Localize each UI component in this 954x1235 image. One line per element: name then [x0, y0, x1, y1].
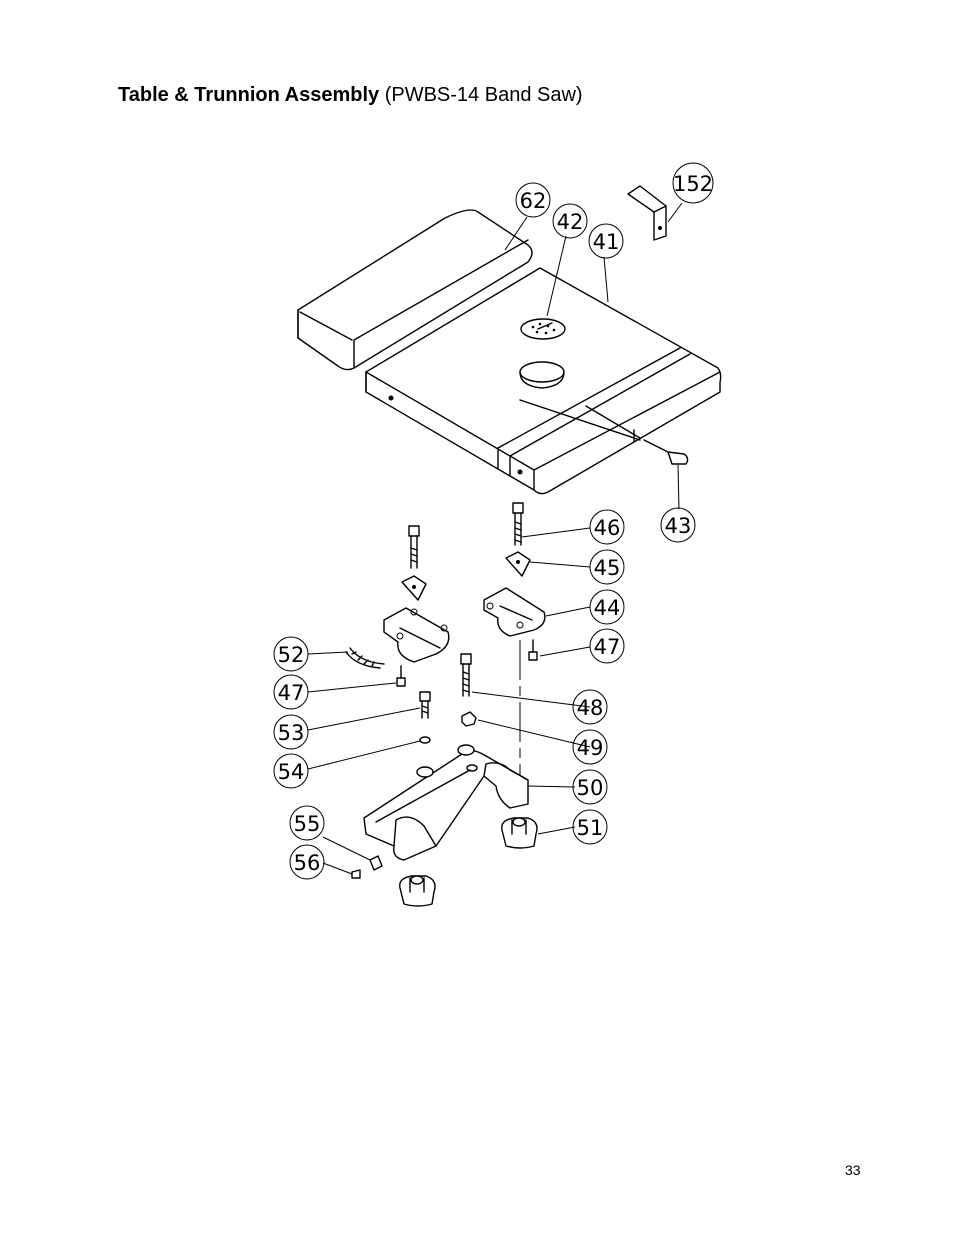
svg-text:48: 48: [577, 696, 604, 720]
part-trunnion-base: [363, 744, 529, 861]
part-trunnion-left: [383, 607, 450, 663]
callout-56: 56: [289, 844, 325, 880]
svg-text:44: 44: [594, 596, 621, 620]
callout-43: 43: [660, 507, 696, 543]
svg-text:56: 56: [294, 851, 321, 875]
svg-text:52: 52: [278, 643, 305, 667]
callout-50: 50: [572, 769, 608, 805]
part-pin: [643, 439, 689, 465]
callout-46: 46: [589, 509, 625, 545]
svg-text:53: 53: [278, 721, 305, 745]
title-model: (PWBS-14 Band Saw): [384, 84, 583, 106]
part-washer-block-right: [505, 551, 531, 577]
part-knob-right: [501, 817, 538, 849]
part-trunnion-right: [483, 587, 546, 637]
svg-text:49: 49: [577, 736, 604, 760]
part-bracket: [627, 185, 667, 241]
callout-42: 42: [552, 203, 588, 239]
callout-152: 152: [672, 162, 714, 204]
callout-51: 51: [572, 809, 608, 845]
part-bolt-small: [419, 691, 431, 719]
svg-text:43: 43: [665, 514, 692, 538]
callout-45: 45: [589, 549, 625, 585]
svg-text:41: 41: [593, 230, 620, 254]
title-bold: Table & Trunnion Assembly: [118, 84, 380, 106]
svg-text:152: 152: [673, 172, 713, 196]
callout-53: 53: [273, 714, 309, 750]
callout-47-left: 47: [273, 674, 309, 710]
callout-44: 44: [589, 589, 625, 625]
svg-text:54: 54: [278, 760, 305, 784]
part-knob-left: [399, 875, 436, 907]
callout-54: 54: [273, 753, 309, 789]
part-washer: [419, 736, 431, 744]
part-long-bolt: [460, 653, 472, 697]
part-screw-right: [528, 639, 538, 661]
callout-52: 52: [273, 636, 309, 672]
page-number: 33: [845, 1162, 861, 1178]
leader-lines: [307, 202, 683, 875]
part-washer-block-left: [401, 575, 427, 601]
part-nut: [461, 711, 477, 727]
svg-text:42: 42: [557, 210, 584, 234]
callout-55: 55: [289, 805, 325, 841]
part-bolt-right: [512, 502, 524, 546]
svg-text:51: 51: [577, 816, 604, 840]
part-table: [365, 267, 722, 495]
callout-47-right: 47: [589, 628, 625, 664]
svg-text:55: 55: [294, 812, 321, 836]
part-screw-left: [396, 665, 406, 687]
callout-48: 48: [572, 689, 608, 725]
part-throat-plate: [520, 318, 566, 340]
svg-text:62: 62: [520, 189, 547, 213]
svg-text:45: 45: [594, 556, 621, 580]
part-scale: [345, 647, 385, 669]
callout-62: 62: [515, 182, 551, 218]
svg-text:46: 46: [594, 516, 621, 540]
svg-text:47: 47: [278, 681, 305, 705]
part-pointer-screw: [351, 869, 361, 879]
svg-text:47: 47: [594, 635, 621, 659]
part-bolt-left: [408, 525, 420, 569]
page-title: Table & Trunnion Assembly (PWBS-14 Band …: [118, 84, 583, 107]
callout-41: 41: [588, 223, 624, 259]
part-table-extension: [297, 209, 533, 371]
svg-text:50: 50: [577, 776, 604, 800]
callout-49: 49: [572, 729, 608, 765]
part-pointer: [369, 855, 383, 871]
